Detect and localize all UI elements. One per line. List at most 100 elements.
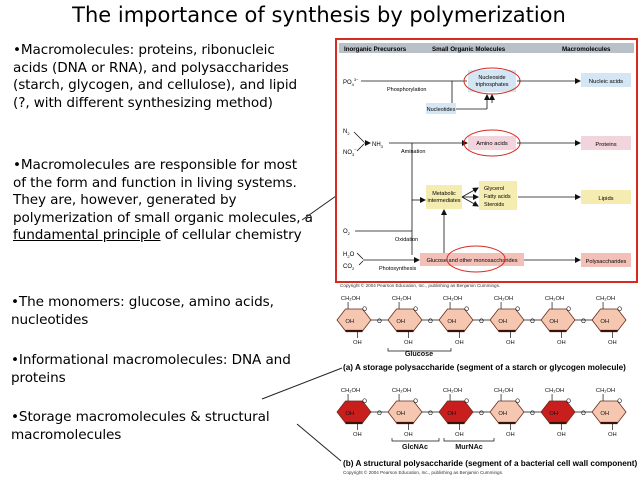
oh-label-0-3: OH [498, 319, 507, 325]
ch2oh-label-0-4: CH₂OH [545, 296, 564, 302]
oh-bottom-1-1: OH [404, 432, 413, 438]
bullet-polymerization: •Macromolecules are responsible for most… [13, 157, 313, 245]
ring-oxygen-1-0: O [362, 399, 367, 405]
caption-b-letter: (b) [343, 459, 354, 468]
murnac-label: MurNAc [455, 442, 483, 451]
bridge-oxygen-0-5: O [581, 319, 586, 325]
oh-label-1-1: OH [396, 411, 405, 417]
oh-label-1-3: OH [498, 411, 507, 417]
slide-title: The importance of synthesis by polymeriz… [72, 3, 566, 27]
bridge-oxygen-1-4: O [530, 411, 535, 417]
caption-a-text: A storage polysaccharide (segment of a s… [355, 363, 626, 372]
header-inorganic: Inorganic Precursors [344, 46, 407, 53]
label-photosynthesis: Photosynthesis [379, 266, 417, 272]
ring-oxygen-1-3: O [515, 399, 520, 405]
ch2oh-label-1-1: CH₂OH [392, 388, 411, 394]
box-nucleoside-triphosphates [468, 70, 516, 92]
oh-label-1-4: OH [549, 411, 558, 417]
box-polysaccharides [581, 253, 631, 267]
box-proteins [581, 136, 631, 150]
oh-bottom-1-3: OH [506, 432, 515, 438]
pointer-line-storage [261, 367, 343, 400]
ring-oxygen-1-5: O [617, 399, 622, 405]
oh-label-0-2: OH [447, 319, 456, 325]
label-glycerol: Glycerol [484, 186, 504, 192]
oh-bottom-0-1: OH [404, 340, 413, 346]
header-small-molecules: Small Organic Molecules [432, 46, 506, 53]
oh-label-0-4: OH [549, 319, 558, 325]
ring-oxygen-0-3: O [515, 307, 520, 313]
oh-label-0-5: OH [600, 319, 609, 325]
label-triphosphates: triphosphates [475, 82, 508, 88]
header-bar [339, 43, 634, 53]
ch2oh-label-0-5: CH₂OH [596, 296, 615, 302]
diagram-copyright: Copyright © 2004 Pearson Education, Inc.… [340, 283, 501, 288]
oh-label-1-2: OH [447, 411, 456, 417]
label-steroids: Steroids [484, 202, 504, 208]
box-lipids [581, 190, 631, 204]
box-lipid-precursors [479, 181, 517, 210]
label-glucose-monosaccharides: Glucose and other monosaccharides [426, 258, 517, 264]
bridge-oxygen-1-3: O [479, 411, 484, 417]
glcnac-bracket [391, 438, 440, 442]
label-po4: PO43− [343, 77, 359, 87]
label-n2: N2 [343, 129, 350, 136]
ring-oxygen-1-4: O [566, 399, 571, 405]
fundamental-principle-link: fundamental principle [13, 227, 161, 243]
pointer-line-flow [301, 195, 337, 221]
oh-bottom-1-4: OH [557, 432, 566, 438]
glucose-label: Glucose [405, 349, 433, 358]
caption-b: (b) A structural polysaccharide (segment… [343, 459, 637, 468]
oh-label-0-1: OH [396, 319, 405, 325]
ring-oxygen-0-4: O [566, 307, 571, 313]
label-co2: CO2 [343, 264, 355, 271]
oh-bottom-0-4: OH [557, 340, 566, 346]
oh-bottom-0-5: OH [608, 340, 617, 346]
bullet-macromolecules: •Macromolecules: proteins, ribonucleic a… [13, 42, 298, 111]
label-phosphorylation: Phosphorylation [387, 87, 426, 93]
glcnac-label: GlcNAc [402, 442, 428, 451]
oh-bottom-0-3: OH [506, 340, 515, 346]
ch2oh-label-1-2: CH₂OH [443, 388, 462, 394]
ch2oh-label-1-4: CH₂OH [545, 388, 564, 394]
oh-bottom-1-5: OH [608, 432, 617, 438]
label-intermediates: intermediates [427, 198, 460, 204]
ch2oh-label-0-0: CH₂OH [341, 296, 360, 302]
biosynthesis-diagram: Inorganic Precursors Small Organic Molec… [339, 43, 634, 273]
label-h2o: H2O [343, 252, 355, 259]
sugar-copyright: Copyright © 2004 Pearson Education, Inc.… [343, 470, 504, 475]
label-proteins: Proteins [595, 142, 616, 148]
oh-bottom-0-0: OH [353, 340, 362, 346]
bridge-oxygen-1-2: O [428, 411, 433, 417]
oh-bottom-1-0: OH [353, 432, 362, 438]
bridge-oxygen-1-5: O [581, 411, 586, 417]
label-oxidation: Oxidation [395, 237, 418, 243]
murnac-bracket [443, 438, 495, 442]
oh-label-1-5: OH [600, 411, 609, 417]
label-polysaccharides: Polysaccharides [586, 259, 627, 265]
biosynthesis-diagram-frame: Inorganic Precursors Small Organic Molec… [335, 38, 638, 283]
label-nucleotides: Nucleotides [427, 107, 456, 113]
label-amination: Amination [401, 149, 425, 155]
ch2oh-label-1-3: CH₂OH [494, 388, 513, 394]
ring-oxygen-0-1: O [413, 307, 418, 313]
box-nucleic-acids [581, 73, 631, 87]
bullet-polymerization-text: •Macromolecules are responsible for most… [13, 157, 313, 226]
oh-label-0-0: OH [345, 319, 354, 325]
bridge-oxygen-1-1: O [377, 411, 382, 417]
ring-oxygen-1-1: O [413, 399, 418, 405]
ring-oxygen-0-0: O [362, 307, 367, 313]
caption-b-text: A structural polysaccharide (segment of … [355, 459, 638, 468]
oh-bottom-0-2: OH [455, 340, 464, 346]
label-no3: NO3− [343, 147, 357, 157]
label-nh3: NH3 [372, 142, 384, 149]
box-nucleotides [426, 103, 456, 114]
box-amino-acids [468, 136, 516, 150]
ch2oh-label-1-5: CH₂OH [596, 388, 615, 394]
bullet-polymerization-tail: of cellular chemistry [160, 227, 302, 243]
ch2oh-label-0-1: CH₂OH [392, 296, 411, 302]
label-amino-acids: Amino acids [476, 141, 508, 147]
pointer-line-structural [296, 423, 342, 462]
caption-a: (a) A storage polysaccharide (segment of… [343, 363, 626, 372]
bridge-oxygen-0-4: O [530, 319, 535, 325]
